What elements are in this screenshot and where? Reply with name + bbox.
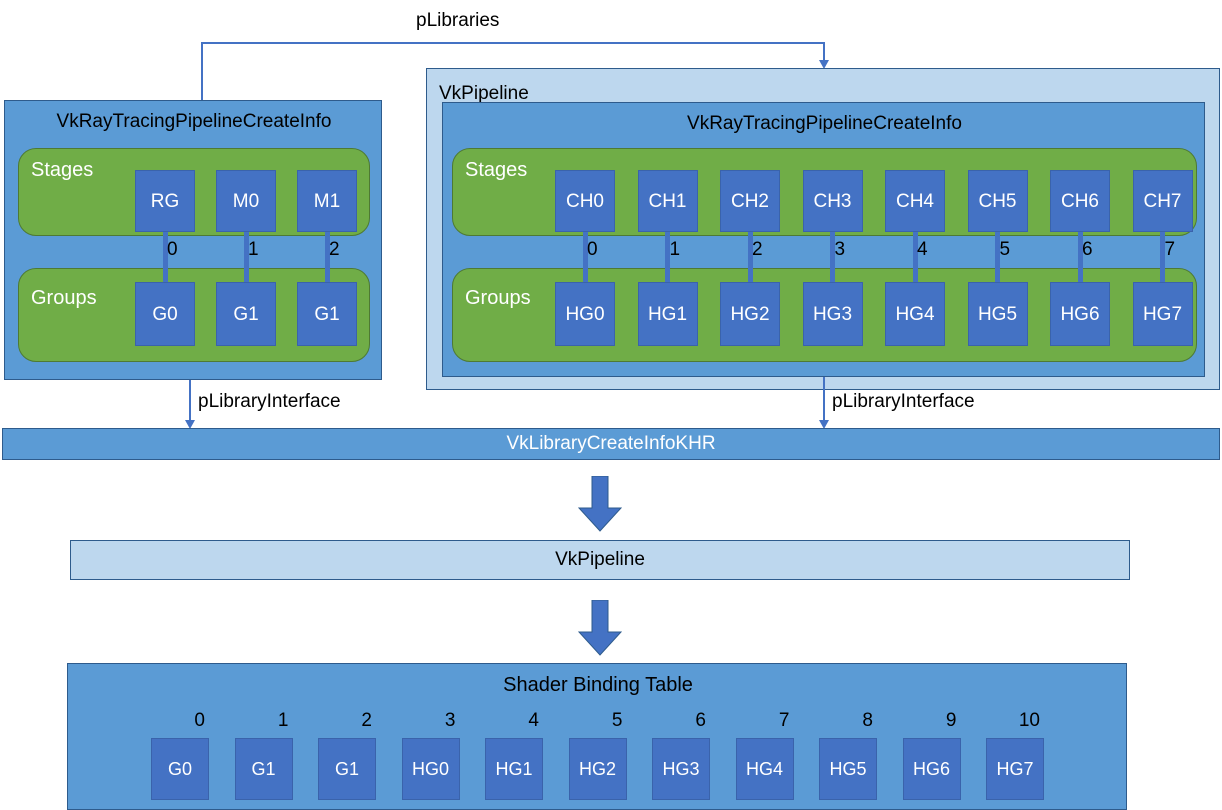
right-connector-4 bbox=[912, 232, 918, 282]
vklibrarycreateinfokhr-label: VkLibraryCreateInfoKHR bbox=[506, 433, 716, 454]
right-group-hg5-5[interactable]: HG5 bbox=[967, 282, 1028, 346]
right-stage-ch1[interactable]: CH1 bbox=[637, 170, 698, 232]
right-stage-ch4[interactable]: CH4 bbox=[885, 170, 945, 232]
sbt-entry-hg5-8[interactable]: HG5 bbox=[819, 738, 877, 800]
sbt-index-8: 8 bbox=[862, 710, 873, 731]
right-createinfo-title: VkRayTracingPipelineCreateInfo bbox=[687, 113, 962, 134]
plibraries-line-vertical-left bbox=[201, 42, 203, 102]
sbt-index-7: 7 bbox=[778, 710, 790, 731]
right-stage-ch6[interactable]: CH6 bbox=[1050, 170, 1110, 232]
right-index-3: 3 bbox=[834, 239, 846, 260]
right-connector-1 bbox=[665, 232, 670, 282]
sbt-index-9: 9 bbox=[945, 710, 957, 731]
right-connector-3 bbox=[830, 232, 835, 282]
right-stage-ch5[interactable]: CH5 bbox=[967, 170, 1028, 232]
sbt-index-2: 2 bbox=[361, 710, 372, 731]
right-connector-5 bbox=[995, 232, 1000, 282]
left-connector-1 bbox=[243, 232, 249, 282]
sbt-entry-g1-1[interactable]: G1 bbox=[234, 738, 293, 800]
left-plibraryinterface-label: pLibraryInterface bbox=[198, 391, 341, 412]
sbt-index-0: 0 bbox=[194, 710, 205, 731]
left-index-2: 2 bbox=[329, 239, 340, 260]
vkpipeline-result-label: VkPipeline bbox=[555, 549, 645, 570]
right-group-hg3-3[interactable]: HG3 bbox=[802, 282, 863, 346]
sbt-index-5: 5 bbox=[611, 710, 623, 731]
right-group-hg7-7[interactable]: HG7 bbox=[1132, 282, 1193, 346]
vkpipeline-container-title: VkPipeline bbox=[439, 83, 529, 104]
right-index-5: 5 bbox=[999, 239, 1011, 260]
sbt-entry-hg0-3[interactable]: HG0 bbox=[401, 738, 460, 800]
left-groups-label: Groups bbox=[31, 287, 97, 309]
left-index-0: 0 bbox=[167, 239, 178, 260]
left-group-g0-0[interactable]: G0 bbox=[135, 282, 195, 346]
right-stage-ch2[interactable]: CH2 bbox=[720, 170, 780, 232]
sbt-index-1: 1 bbox=[277, 710, 289, 731]
sbt-entry-g1-2[interactable]: G1 bbox=[318, 738, 376, 800]
right-connector-0 bbox=[582, 232, 588, 282]
left-createinfo-title: VkRayTracingPipelineCreateInfo bbox=[56, 111, 332, 132]
sbt-index-4: 4 bbox=[528, 710, 539, 731]
right-plibraryinterface-line bbox=[823, 377, 825, 422]
right-stages-label: Stages bbox=[465, 159, 528, 181]
plibraries-line-vertical-right bbox=[823, 42, 825, 62]
right-index-6: 6 bbox=[1082, 239, 1093, 260]
left-group-g1-1[interactable]: G1 bbox=[216, 282, 276, 346]
sbt-entry-g0-0[interactable]: G0 bbox=[151, 738, 209, 800]
sbt-index-6: 6 bbox=[695, 710, 706, 731]
right-groups-label: Groups bbox=[465, 287, 531, 309]
block-arrow-to-pipeline bbox=[578, 476, 622, 532]
right-connector-6 bbox=[1077, 232, 1083, 282]
sbt-entry-hg4-7[interactable]: HG4 bbox=[735, 738, 794, 800]
right-group-hg6-6[interactable]: HG6 bbox=[1050, 282, 1110, 346]
plibraries-label: pLibraries bbox=[416, 10, 500, 31]
sbt-index-10: 10 bbox=[1018, 710, 1040, 731]
right-group-hg4-4[interactable]: HG4 bbox=[885, 282, 945, 346]
sbt-entry-hg1-4[interactable]: HG1 bbox=[485, 738, 543, 800]
right-stage-ch0[interactable]: CH0 bbox=[555, 170, 615, 232]
shader-binding-table-title: Shader Binding Table bbox=[503, 674, 693, 696]
left-index-1: 1 bbox=[248, 239, 259, 260]
right-stage-ch3[interactable]: CH3 bbox=[802, 170, 863, 232]
sbt-entry-hg7-10[interactable]: HG7 bbox=[986, 738, 1044, 800]
right-connector-2 bbox=[747, 232, 753, 282]
left-plibraryinterface-line bbox=[189, 380, 191, 422]
right-plibraryinterface-label: pLibraryInterface bbox=[832, 391, 975, 412]
sbt-index-3: 3 bbox=[444, 710, 456, 731]
left-stage-m1[interactable]: M1 bbox=[297, 170, 357, 232]
left-connector-2 bbox=[324, 232, 330, 282]
plibraries-line-horizontal bbox=[201, 42, 825, 44]
left-plibraryinterface-arrowhead-icon bbox=[185, 420, 195, 429]
right-stage-ch7[interactable]: CH7 bbox=[1132, 170, 1193, 232]
left-group-g1-2[interactable]: G1 bbox=[297, 282, 357, 346]
left-stages-label: Stages bbox=[31, 159, 94, 181]
vklibrarycreateinfokhr-bar[interactable]: VkLibraryCreateInfoKHR bbox=[2, 428, 1220, 460]
right-plibraryinterface-arrowhead-icon bbox=[819, 420, 829, 429]
right-index-0: 0 bbox=[587, 239, 598, 260]
left-stage-m0[interactable]: M0 bbox=[216, 170, 276, 232]
right-group-hg0-0[interactable]: HG0 bbox=[555, 282, 615, 346]
right-index-7: 7 bbox=[1164, 239, 1176, 260]
right-index-1: 1 bbox=[669, 239, 681, 260]
left-connector-0 bbox=[162, 232, 168, 282]
sbt-entry-hg6-9[interactable]: HG6 bbox=[902, 738, 961, 800]
right-connector-7 bbox=[1160, 232, 1165, 282]
left-stage-rg[interactable]: RG bbox=[135, 170, 195, 232]
right-index-2: 2 bbox=[752, 239, 763, 260]
block-arrow-to-sbt bbox=[578, 600, 622, 656]
right-group-hg2-2[interactable]: HG2 bbox=[720, 282, 780, 346]
vkpipeline-result-bar[interactable]: VkPipeline bbox=[70, 540, 1130, 580]
right-index-4: 4 bbox=[917, 239, 928, 260]
right-group-hg1-1[interactable]: HG1 bbox=[637, 282, 698, 346]
sbt-entry-hg2-5[interactable]: HG2 bbox=[568, 738, 627, 800]
sbt-entry-hg3-6[interactable]: HG3 bbox=[652, 738, 710, 800]
plibraries-arrowhead-icon bbox=[819, 60, 829, 69]
